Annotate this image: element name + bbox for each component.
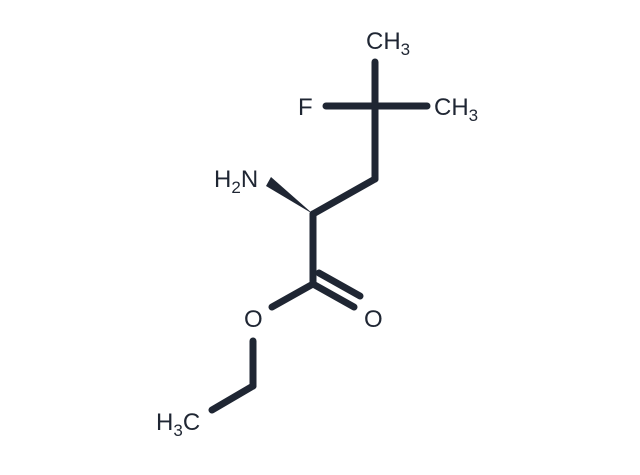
bond-c1-o-ester [268, 280, 317, 311]
atom-labels: CH3 CH3 F H2N O O H3C [156, 28, 478, 440]
bond-c1-o-carbonyl-b [315, 269, 364, 300]
label-ch3-right: CH3 [434, 94, 478, 125]
label-ester-oxygen: O [244, 306, 263, 333]
label-ch3-top: CH3 [366, 28, 410, 59]
label-carbonyl-oxygen: O [364, 306, 383, 333]
bond-c3-c2 [309, 175, 379, 218]
bond-c1-o-carbonyl-a [309, 280, 358, 311]
label-amine: H2N [214, 166, 258, 197]
wedge-bond-c2-n [266, 177, 313, 214]
label-fluorine: F [298, 94, 313, 121]
label-ethyl-ch3: H3C [156, 409, 200, 440]
bond-ch2-ch3 [208, 382, 257, 414]
bonds [208, 58, 431, 414]
